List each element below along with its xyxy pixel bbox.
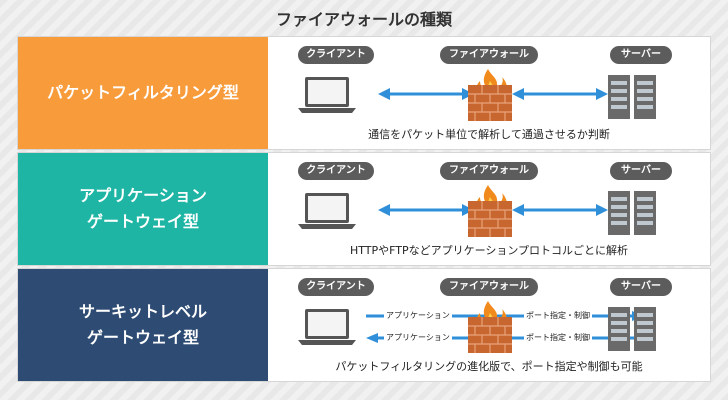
client-pill: クライアント <box>298 46 374 64</box>
server-icon <box>608 307 656 351</box>
firewall-icon <box>468 301 512 353</box>
flow-label-application: アプリケーション <box>384 333 452 343</box>
caption: パケットフィルタリングの進化版で、ポート指定や制御も可能 <box>335 360 643 373</box>
caption: HTTPやFTPなどアプリケーションプロトコルごとに解析 <box>349 244 629 257</box>
firewall-icon <box>468 69 512 121</box>
firewall-type-row-application-gateway: アプリケーション ゲートウェイ型 クライアント ファイアウォール サーバー <box>18 153 710 265</box>
firewall-icon <box>468 185 512 237</box>
bidirectional-arrow <box>512 204 608 216</box>
flow-label-application: アプリケーション <box>384 311 452 321</box>
client-pill: クライアント <box>298 278 374 296</box>
server-pill: サーバー <box>610 46 672 64</box>
flow-label-port-control: ポート指定・制御 <box>524 311 592 321</box>
bidirectional-arrow <box>378 204 474 216</box>
bidirectional-arrow <box>378 88 474 100</box>
type-label: アプリケーション ゲートウェイ型 <box>18 153 268 265</box>
firewall-type-row-packet-filtering: パケットフィルタリング型 クライアント ファイアウォール サーバー <box>18 37 710 149</box>
firewall-pill: ファイアウォール <box>440 46 538 64</box>
client-pill: クライアント <box>298 162 374 180</box>
laptop-icon <box>298 77 356 113</box>
diagram: クライアント ファイアウォール サーバー <box>268 153 710 265</box>
type-label: パケットフィルタリング型 <box>18 37 268 149</box>
laptop-icon <box>298 193 356 229</box>
flow-label-port-control: ポート指定・制御 <box>524 333 592 343</box>
server-pill: サーバー <box>610 162 672 180</box>
diagram: クライアント ファイアウォール サーバー <box>268 269 710 381</box>
firewall-type-row-circuit-level-gateway: サーキットレベル ゲートウェイ型 クライアント ファイアウォール サーバー <box>18 269 710 381</box>
caption: 通信をパケット単位で解析して通過させるか判断 <box>368 128 610 141</box>
firewall-pill: ファイアウォール <box>440 278 538 296</box>
laptop-icon <box>298 309 356 345</box>
diagram: クライアント ファイアウォール サーバー <box>268 37 710 149</box>
bidirectional-arrow <box>512 88 608 100</box>
page-title: ファイアウォールの種類 <box>275 10 452 29</box>
firewall-pill: ファイアウォール <box>440 162 538 180</box>
type-label: サーキットレベル ゲートウェイ型 <box>18 269 268 381</box>
server-icon <box>608 191 656 235</box>
server-icon <box>608 75 656 119</box>
server-pill: サーバー <box>610 278 672 296</box>
